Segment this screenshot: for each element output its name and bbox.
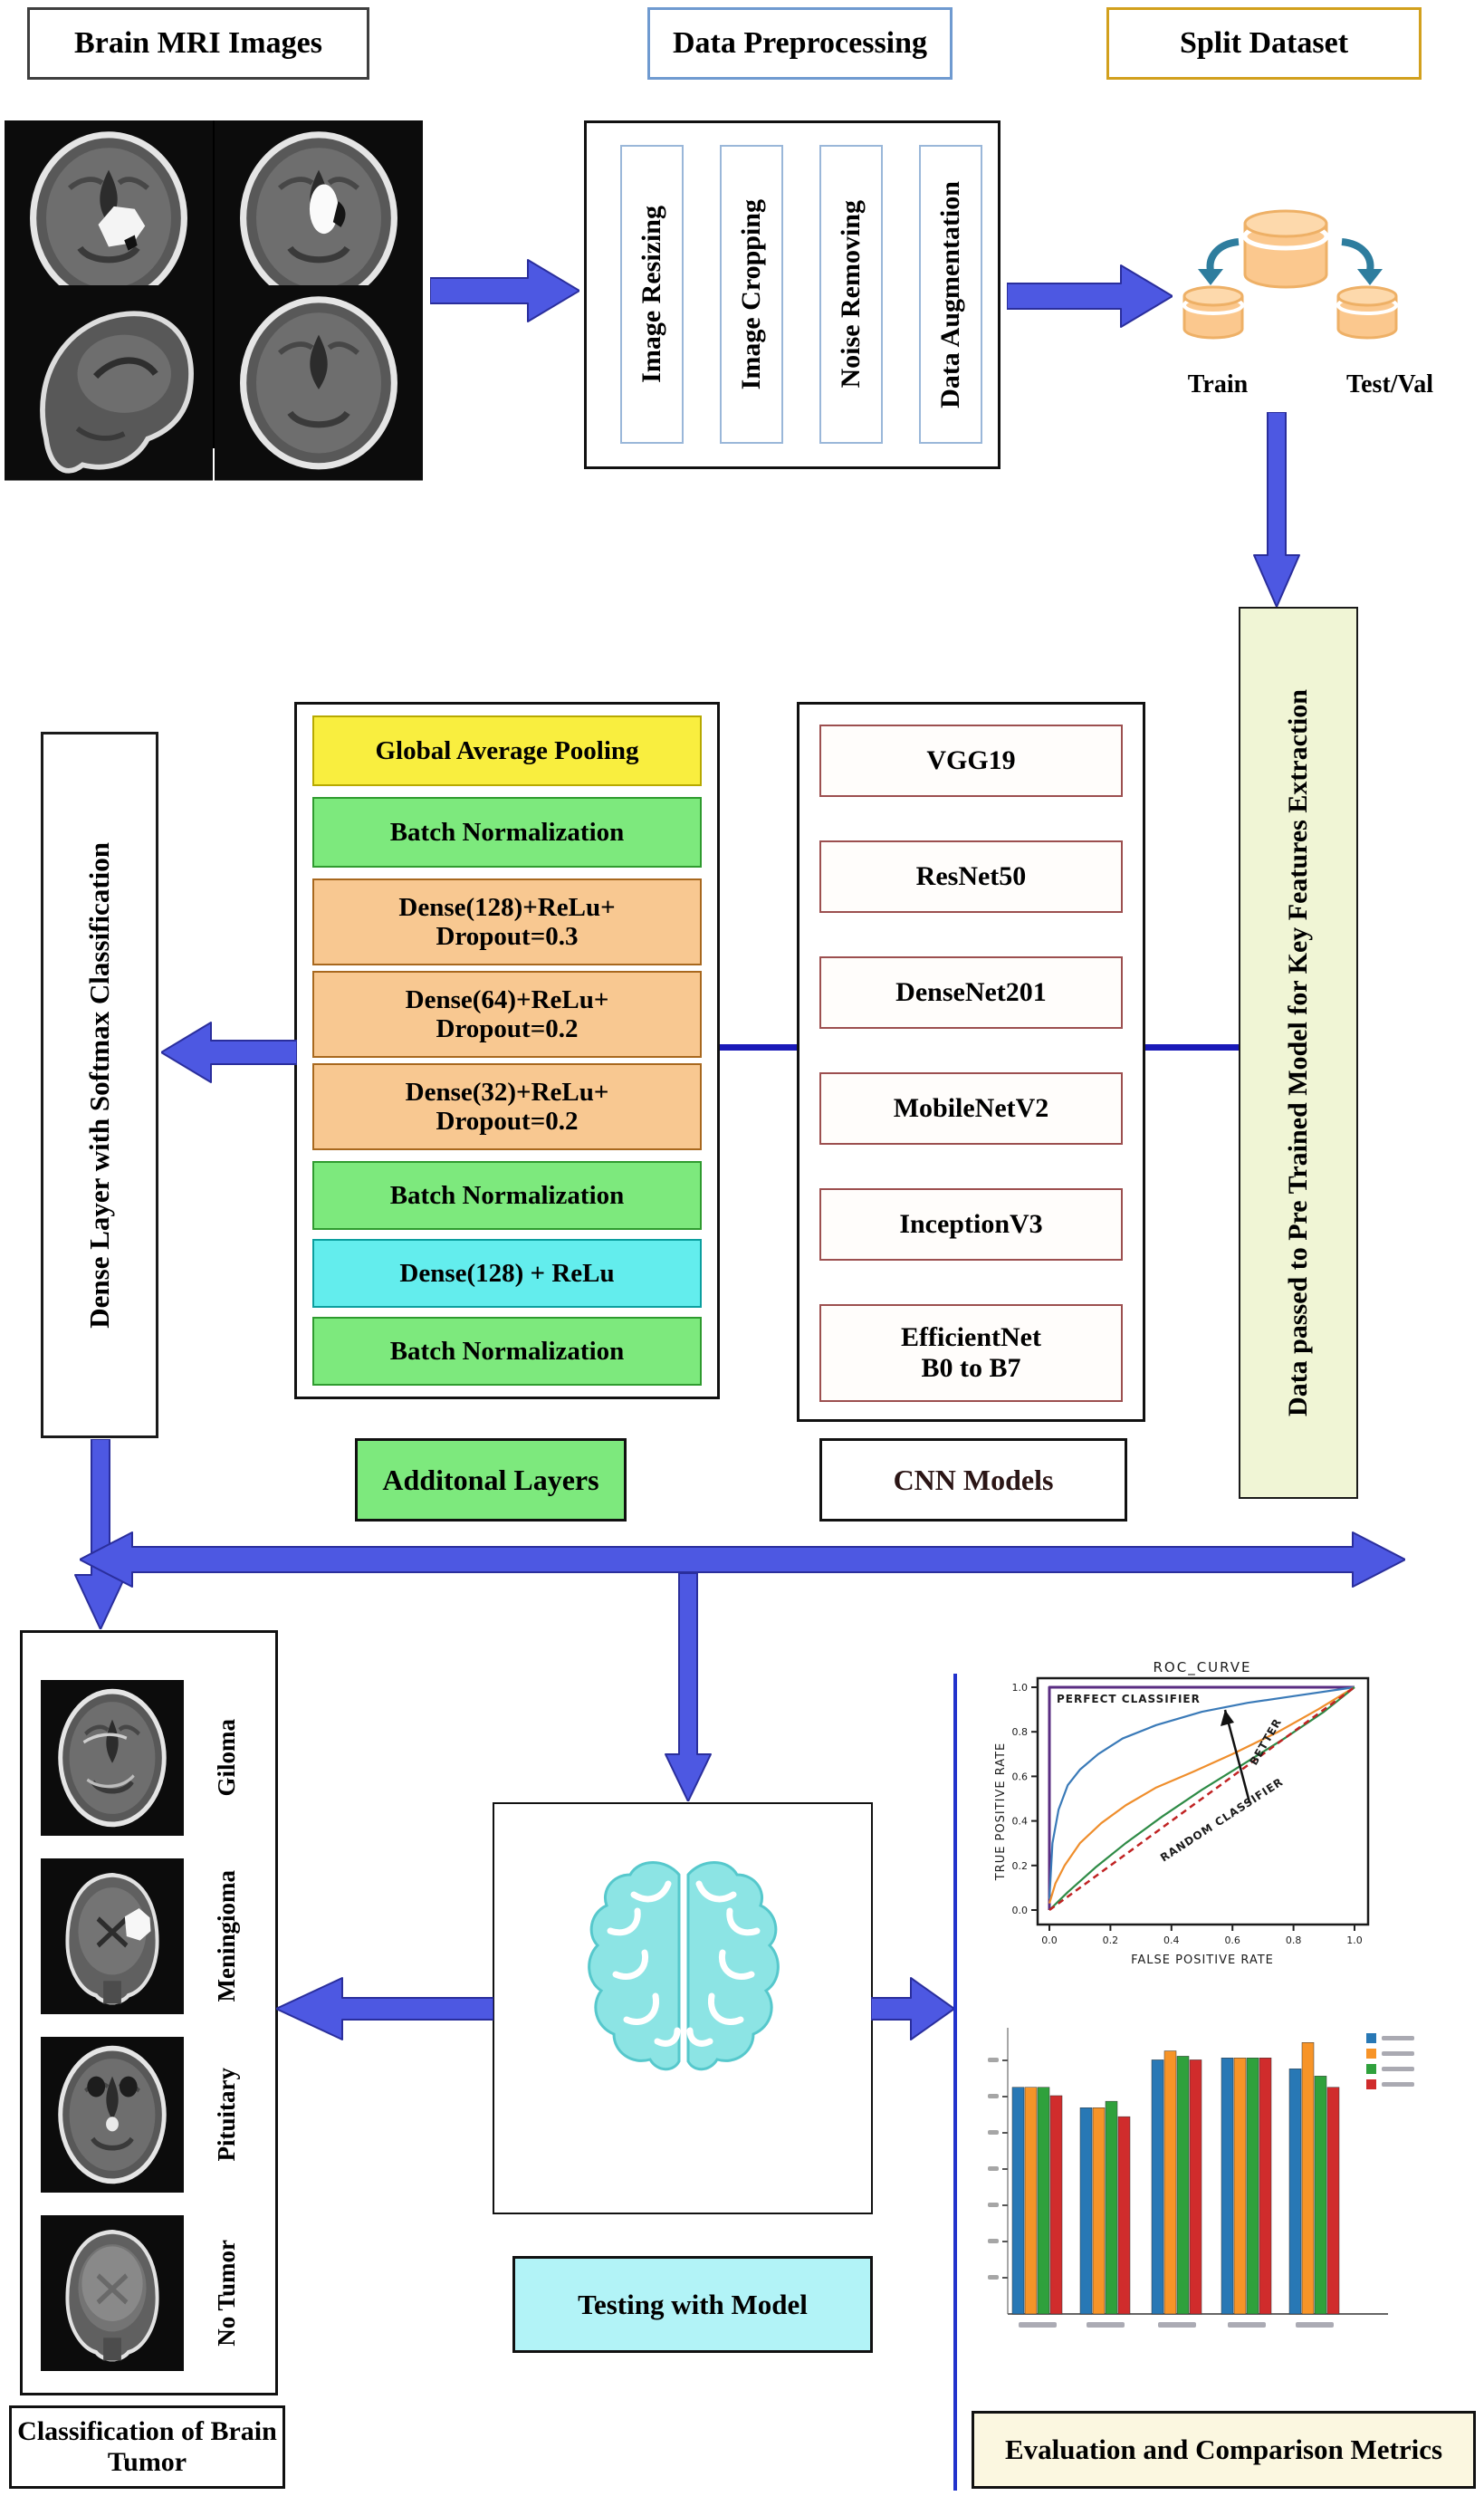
mri-sample-grid <box>5 120 423 448</box>
layer-dense-64-dropout: Dense(64)+ReLu+ Dropout=0.2 <box>312 971 702 1058</box>
feature-extraction-label: Data passed to Pre Trained Model for Key… <box>1283 689 1313 1416</box>
svg-text:0.6: 0.6 <box>1224 1934 1240 1946</box>
layer-dense-128-dropout: Dense(128)+ReLu+ Dropout=0.3 <box>312 878 702 965</box>
brain-mri-title-box: Brain MRI Images <box>27 7 369 80</box>
arrow-layers-to-dense-softmax <box>161 1022 297 1083</box>
step-label: Image Cropping <box>736 198 766 390</box>
svg-text:0.4: 0.4 <box>1163 1934 1180 1946</box>
database-cylinder-icon <box>1336 285 1398 340</box>
cnn-model-inceptionv3: InceptionV3 <box>819 1188 1123 1261</box>
layer-dense-32-dropout: Dense(32)+ReLu+ Dropout=0.2 <box>312 1063 702 1150</box>
cnn-model-densenet201: DenseNet201 <box>819 956 1123 1029</box>
step-image-cropping: Image Cropping <box>720 145 783 444</box>
cnn-model-vgg19: VGG19 <box>819 725 1123 797</box>
layer-global-average-pooling: Global Average Pooling <box>312 715 702 786</box>
curved-split-arrow-icon <box>1341 238 1383 285</box>
arrow-mri-to-preprocessing <box>430 259 579 322</box>
svg-text:ROC_CURVE: ROC_CURVE <box>1154 1659 1252 1676</box>
svg-text:0.8: 0.8 <box>1012 1726 1029 1738</box>
tumor-class-label: Giloma <box>212 1719 240 1797</box>
tumor-class-label: Pituitary <box>212 2068 240 2162</box>
step-image-resizing: Image Resizing <box>620 145 684 444</box>
class-label-giloma: Giloma <box>199 1680 254 1836</box>
feature-extraction-box: Data passed to Pre Trained Model for Key… <box>1239 607 1358 1499</box>
tumor-class-label: No Tumor <box>212 2240 240 2347</box>
svg-text:0.4: 0.4 <box>1012 1816 1029 1828</box>
svg-text:0.8: 0.8 <box>1286 1934 1302 1946</box>
dense-softmax-box: Dense Layer with Softmax Classification <box>41 732 158 1438</box>
dataset-split-graphic <box>1182 209 1398 340</box>
svg-text:0.0: 0.0 <box>1041 1934 1058 1946</box>
mri-scan-giloma <box>41 1680 184 1836</box>
mri-scan-pituitary <box>41 2037 184 2193</box>
arrow-testing-to-evaluation <box>871 1977 954 2040</box>
mri-scan-image <box>215 120 423 316</box>
classification-caption-box: Classification of Brain Tumor <box>9 2405 285 2489</box>
svg-text:1.0: 1.0 <box>1012 1682 1029 1694</box>
connector-line-additional-to-cnn <box>720 1044 797 1051</box>
database-cylinder-icon <box>1242 209 1329 289</box>
mri-scan-image <box>215 285 423 481</box>
mri-scan-image <box>5 285 213 481</box>
double-headed-flow-arrow <box>80 1531 1405 1588</box>
cnn-model-efficientnet: EfficientNet B0 to B7 <box>819 1304 1123 1402</box>
step-label: Image Resizing <box>637 206 666 383</box>
svg-text:0.2: 0.2 <box>1103 1934 1119 1946</box>
test-val-label: Test/Val <box>1346 370 1433 398</box>
database-cylinder-icon <box>1182 285 1244 340</box>
arrow-testing-to-classification <box>276 1977 493 2040</box>
roc-curve-chart: ROC_CURVE 0.0 0.2 0.4 0.6 0.8 1.0 0.0 0.2 0.4 0.6 0… <box>994 1659 1370 1967</box>
arrow-to-testing-model <box>665 1573 712 1801</box>
layer-batch-normalization-2: Batch Normalization <box>312 1161 702 1230</box>
cnn-model-resnet50: ResNet50 <box>819 840 1123 913</box>
mri-scan-no-tumor <box>41 2215 184 2371</box>
curved-split-arrow-icon <box>1198 238 1240 285</box>
metrics-bar-chart <box>988 2028 1414 2328</box>
layer-dense-128-relu: Dense(128) + ReLu <box>312 1239 702 1308</box>
svg-text:1.0: 1.0 <box>1346 1934 1363 1946</box>
connector-line-cnn-to-feature-box <box>1145 1044 1239 1051</box>
step-label: Data Augmentation <box>935 180 965 408</box>
svg-text:FALSE POSITIVE RATE: FALSE POSITIVE RATE <box>1131 1954 1274 1967</box>
data-preprocessing-title-box: Data Preprocessing <box>647 7 953 80</box>
cnn-models-caption-box: CNN Models <box>819 1438 1127 1522</box>
svg-text:0.2: 0.2 <box>1012 1860 1029 1872</box>
tumor-class-label: Meningioma <box>212 1870 240 2002</box>
brain-icon <box>588 1861 780 2071</box>
mri-scan-meningioma <box>41 1858 184 2014</box>
class-label-meningioma: Meningioma <box>199 1858 254 2014</box>
svg-text:PERFECT CLASSIFIER: PERFECT CLASSIFIER <box>1057 1693 1201 1705</box>
svg-text:TRUE POSITIVE RATE: TRUE POSITIVE RATE <box>994 1742 1008 1882</box>
arrow-split-to-feature-extraction <box>1253 412 1300 607</box>
layer-batch-normalization-3: Batch Normalization <box>312 1317 702 1386</box>
layer-batch-normalization-1: Batch Normalization <box>312 797 702 868</box>
class-label-no-tumor: No Tumor <box>199 2215 254 2371</box>
train-label: Train <box>1187 370 1249 398</box>
step-data-augmentation: Data Augmentation <box>919 145 982 444</box>
svg-text:0.0: 0.0 <box>1012 1905 1029 1916</box>
svg-text:0.6: 0.6 <box>1012 1771 1029 1782</box>
testing-model-box <box>493 1802 873 2214</box>
step-label: Noise Removing <box>836 200 866 389</box>
evaluation-caption-box: Evaluation and Comparison Metrics <box>972 2411 1476 2489</box>
class-label-pituitary: Pituitary <box>199 2037 254 2193</box>
arrow-softmax-to-classification <box>74 1439 127 1629</box>
separator-line <box>953 1674 957 2491</box>
cnn-models-container <box>797 702 1145 1422</box>
mri-scan-image <box>5 120 213 316</box>
dense-softmax-label: Dense Layer with Softmax Classification <box>83 841 115 1329</box>
step-noise-removing: Noise Removing <box>819 145 883 444</box>
cnn-model-mobilenetv2: MobileNetV2 <box>819 1072 1123 1145</box>
arrow-preprocessing-to-split <box>1007 264 1173 328</box>
testing-caption-box: Testing with Model <box>512 2256 873 2353</box>
split-dataset-title-box: Split Dataset <box>1106 7 1422 80</box>
additional-layers-caption-box: Additonal Layers <box>355 1438 627 1522</box>
